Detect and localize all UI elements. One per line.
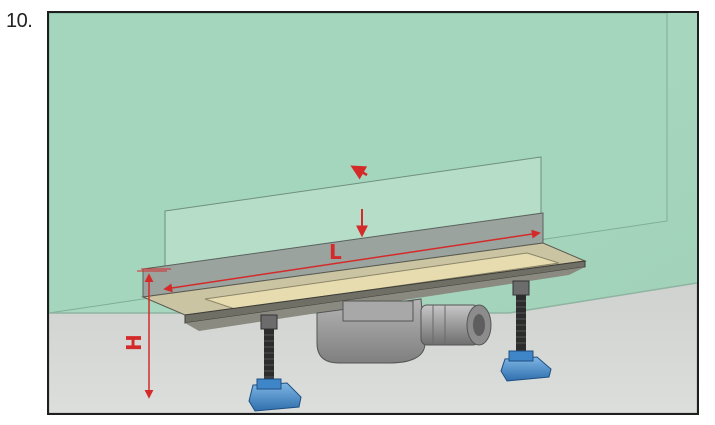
right-foot: [500, 350, 552, 382]
tilt-arrow: [350, 165, 368, 180]
left-leg: [260, 314, 278, 383]
left-foot: [248, 378, 302, 412]
installation-figure: L H: [47, 11, 699, 415]
installation-diagram: L H: [49, 13, 697, 413]
length-dimension: [141, 229, 541, 293]
drain-body: [316, 298, 492, 364]
height-dimension: [137, 270, 167, 399]
height-label: H: [122, 334, 146, 351]
step-number: 10.: [6, 10, 33, 32]
length-label: L: [329, 240, 342, 264]
